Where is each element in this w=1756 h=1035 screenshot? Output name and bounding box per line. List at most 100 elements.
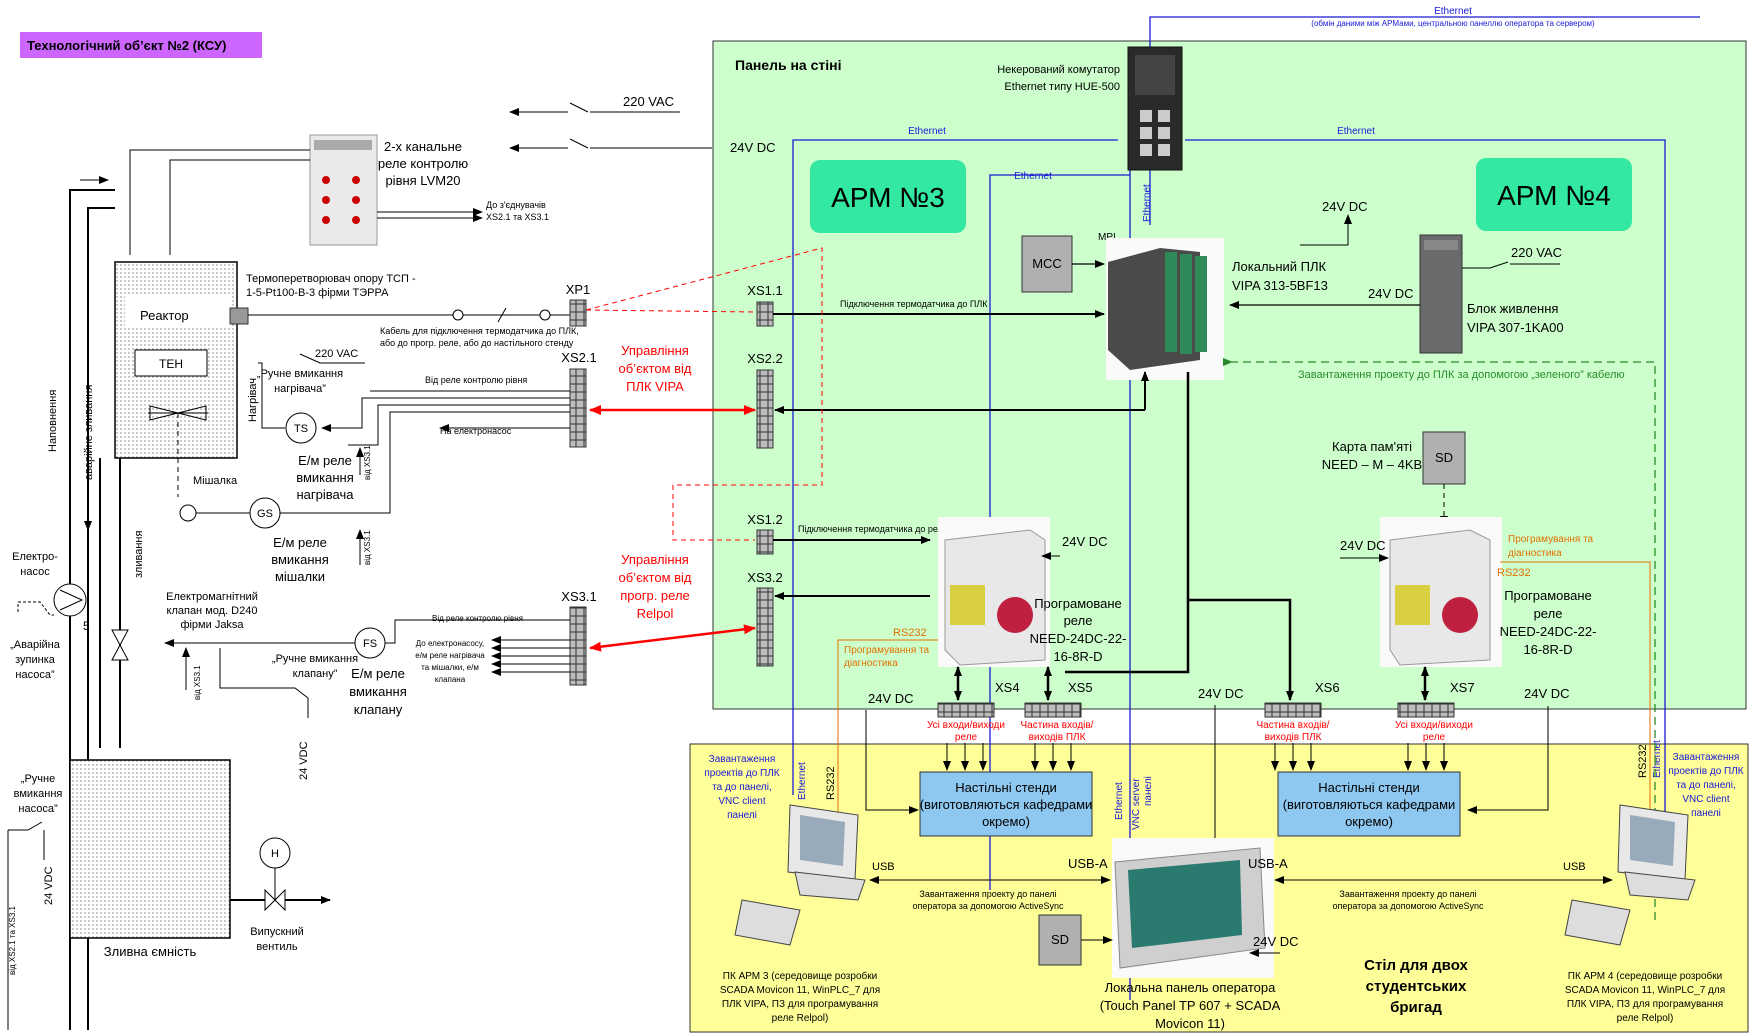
plc-label-1: Локальний ПЛК (1232, 259, 1327, 274)
pc4-note-5: панелі (1691, 808, 1721, 819)
to-pump-rel-3: та мішалки, е/м (421, 663, 479, 672)
relay-heater-2: вмикання (296, 470, 354, 485)
vac220-heater: 220 VAC (315, 348, 358, 360)
cable-note-2: або до прогр. реле, або до настільного с… (380, 338, 574, 348)
relay-heater-3: нагрівача (297, 487, 355, 502)
sd-card-box (1422, 431, 1466, 485)
xs6-strip (1264, 702, 1322, 718)
io-xs6-2: виходів ПЛК (1265, 732, 1322, 743)
psu-24vdc: 24V DC (1368, 286, 1414, 301)
from-level-bottom: Від реле контролю рівня (432, 614, 523, 623)
valve-2: клапан мод. D240 (167, 605, 258, 617)
prog-diag-right-1: Програмування та (1508, 534, 1594, 545)
pump-num: 5 (83, 619, 90, 633)
stand-right-1: Настільні стенди (1318, 780, 1420, 795)
relay-valve-3: клапану (354, 702, 403, 717)
io-xs4-1: Усі входи/виходи (927, 720, 1005, 731)
relay-right-label-3: NEED-24DC-22- (1500, 624, 1597, 639)
xs5-strip (1024, 702, 1082, 718)
gs-label: GS (257, 508, 273, 520)
manual-pump-1: „Ручне (21, 773, 55, 785)
relay-mixer-3: мішалки (275, 569, 325, 584)
sd-card-sd: SD (1435, 450, 1453, 465)
manual-pump-2: вмикання (14, 788, 63, 800)
table-label-2: студентських (1366, 978, 1467, 995)
thermo-2: 1-5-Pt100-В-3 фірми ТЭРРА (246, 287, 389, 299)
stand-right-2: (виготовляються кафедрами (1283, 797, 1456, 812)
arm3-label: АРМ №3 (831, 182, 945, 213)
lvm-to-2: XS2.1 та XS3.1 (486, 212, 549, 222)
relay-mixer-1: Е/м реле (273, 535, 327, 550)
manual-heater-1: „Ручне вмикання (257, 368, 343, 380)
arm3-box (810, 160, 966, 233)
xs7-strip (1397, 702, 1455, 718)
to-pump-rel-1: До електронасосу, (416, 639, 484, 648)
xs4-label: XS4 (995, 680, 1020, 695)
local-panel-3: Movicon 11) (1155, 1016, 1225, 1031)
relay-left-label-3: NEED-24DC-22- (1030, 631, 1127, 646)
xs31-connector (569, 606, 587, 686)
sd-card-label-2: NEED – M – 4KB (1322, 457, 1422, 472)
vac220-top: 220 VAC (623, 94, 674, 109)
io-xs5-2: виходів ПЛК (1029, 732, 1086, 743)
stand-left-3: окремо) (982, 814, 1030, 829)
thermo-1: Термоперетворювач опору ТСП - (246, 273, 416, 285)
relay-right-label-2: реле (1534, 606, 1563, 621)
relay-right-24vdc: 24V DC (1340, 538, 1386, 553)
stand-left-2: (виготовляються кафедрами (920, 797, 1093, 812)
pc3-caption-4: реле Relpol) (772, 1013, 829, 1024)
xs21-label: XS2.1 (561, 350, 596, 365)
stand-left-24vdc: 24V DC (868, 691, 914, 706)
psu-220vac: 220 VAC (1511, 245, 1562, 260)
drain-valve (111, 629, 129, 661)
valve-1: Електромагнітний (166, 591, 258, 603)
drain-tank-label: Зливна ємність (104, 944, 197, 959)
xs12-connector (756, 529, 774, 555)
stand-left-1: Настільні стенди (955, 780, 1057, 795)
stand-left (919, 771, 1093, 837)
to-pump-top: На електронасос (440, 426, 512, 436)
control-vipa-3: ПЛК VIPA (626, 379, 684, 394)
lvm-3: рівня LVM20 (385, 173, 460, 188)
dc24-top: 24V DC (730, 140, 776, 155)
control-vipa-1: Управління (621, 343, 689, 358)
ts-circle (285, 412, 317, 444)
pc3-note-5: панелі (727, 810, 757, 821)
outlet-2: вентиль (256, 941, 298, 953)
stand-right-24vdc: 24V DC (1524, 686, 1570, 701)
activesync-left-2: оператора за допомогою ActiveSync (912, 901, 1064, 911)
pc3-caption-3: ПЛК VIPA, ПЗ для програмування (722, 999, 878, 1010)
ethernet-right-label: Ethernet (1337, 126, 1375, 137)
xs32-label: XS3.2 (747, 570, 782, 585)
activesync-right-1: Завантаження проекту до панелі (1339, 889, 1476, 899)
pc-arm4 (1564, 804, 1696, 946)
usb-right: USB (1563, 861, 1586, 873)
xp1-connector (569, 299, 587, 327)
title-badge-text: Технологічний об’єкт №2 (КСУ) (27, 38, 226, 53)
pc3-note-3: та до панелі, (712, 782, 772, 793)
ethernet-top-sub: (обмін даними між АРМами, центральною па… (1311, 19, 1595, 28)
prog-diag-left-1: Програмування та (844, 645, 930, 656)
pump-1: Електро- (12, 551, 58, 563)
xs5-label: XS5 (1068, 680, 1093, 695)
control-relpol-1: Управління (621, 552, 689, 567)
relay-right-label-4: 16-8R-D (1523, 642, 1572, 657)
control-vipa-2: об’єктом від (619, 361, 692, 376)
thermo-relay-label: Підключення термодатчика до реле Relpol (798, 524, 976, 534)
pc4-caption-2: SCADA Movicon 11, WinPLC_7 для (1565, 985, 1725, 996)
sd-card-label-1: Карта пам'яті (1332, 439, 1412, 454)
ts-label: TS (294, 423, 308, 435)
pc3-caption-1: ПК АРМ 3 (середовище розробки (723, 970, 877, 982)
from-xs31-3: від XS3.1 (193, 665, 202, 700)
local-panel-2: (Touch Panel TP 607 + SCADA (1100, 998, 1281, 1013)
relay-valve-2: вмикання (349, 684, 407, 699)
vnc-server-vert-1: VNC server (1131, 778, 1142, 830)
reactor-label: Реактор (140, 308, 189, 323)
activesync-right-2: оператора за допомогою ActiveSync (1332, 901, 1484, 911)
mixer-motor (179, 504, 197, 522)
pump-symbol (53, 583, 87, 617)
ethernet-panel-vert: Ethernet (1114, 782, 1125, 820)
estop-3: насоса” (15, 669, 55, 681)
table-label-1: Стіл для двох (1364, 957, 1468, 974)
